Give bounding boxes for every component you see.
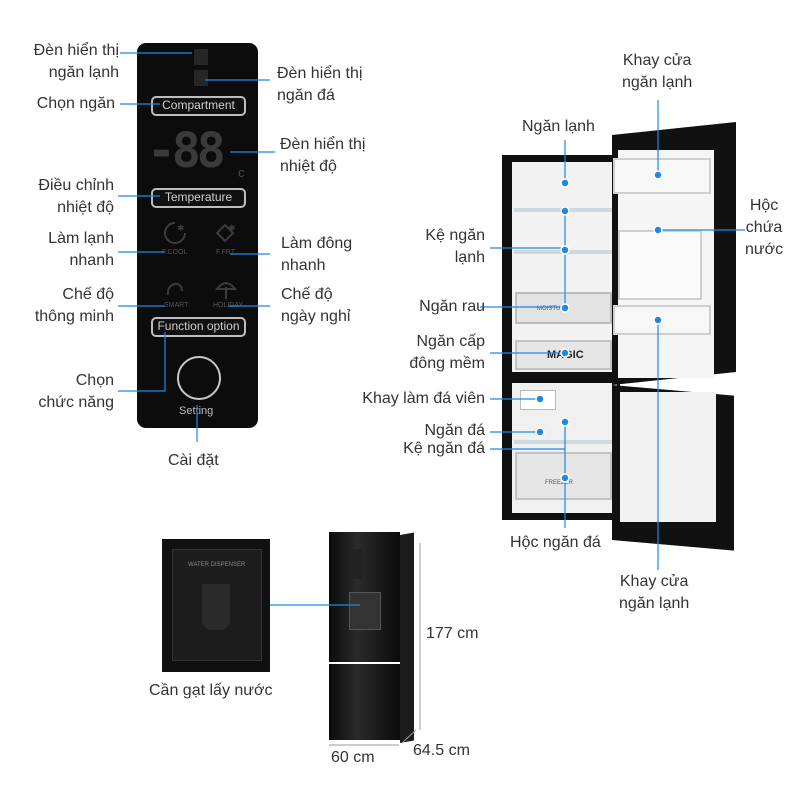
label-select-function: Chọn chức năng [38,370,114,414]
dispenser-header: WATER DISPENSER [188,562,246,568]
marker-freezer-shelf [560,417,570,427]
dispenser-lever[interactable] [202,584,230,630]
label-line: Đèn hiển thị [277,65,363,82]
label-freezer-shelf: Kệ ngăn đá [403,440,485,457]
fast-freeze-caption: F.FRZ [216,249,236,256]
label-line: nhiệt độ [57,199,114,216]
label-line: Chế độ [281,286,333,303]
control-panel: Compartment -88 c Temperature ✱ F.COOL ✱… [137,43,258,428]
function-option-button[interactable]: Function option [151,317,246,337]
marker-ice-tray [535,394,545,404]
label-fridge-compartment: Ngăn lạnh [522,118,595,135]
ice-indicator-light [194,70,208,86]
label-dispenser-lever: Cần gạt lấy nước [149,682,273,699]
label-ice-indicator: Đèn hiển thị ngăn đá [277,63,362,107]
dispenser-closeup: WATER DISPENSER [162,539,270,672]
veg-drawer-text: MOISTURE [537,306,569,312]
celsius-icon: c [238,165,245,180]
fridge-indicator-light [194,49,208,65]
label-line: Đèn hiển thị [33,42,119,59]
label-freezer: Ngăn đá [424,422,486,439]
temperature-display: -88 [147,123,226,179]
fast-cool-icon[interactable]: ✱ [162,221,188,247]
fridge-front-lower [329,664,400,740]
label-line: nhiệt độ [280,158,337,175]
label-line: Khay cửa [619,573,689,590]
label-fridge-indicator: Đèn hiển thị ngăn lạnh [34,40,119,84]
label-line: lạnh [454,249,485,266]
label-line: Đèn hiển thị [280,136,366,153]
marker-freezer-box [560,473,570,483]
label-setting: Cài đặt [168,452,219,469]
dimension-depth: 64.5 cm [413,742,470,759]
label-line: ngăn lạnh [619,595,690,612]
marker-freezer [535,427,545,437]
dispenser-recess [172,549,262,661]
label-line: Làm đông [281,235,353,252]
marker-fridge-compartment [560,178,570,188]
setting-button[interactable] [177,356,221,400]
marker-fridge-shelf-2 [560,245,570,255]
label-door-tray-top: Khay cửa ngăn lạnh [622,50,692,94]
marker-veg-drawer [560,303,570,313]
label-line: Hộc [749,197,779,214]
label-line: Điều chỉnh [38,177,114,194]
label-temp-indicator: Đèn hiển thị nhiệt độ [280,134,365,178]
freezer-drawer-text: FREEZER [545,480,574,486]
label-veg-drawer: Ngăn rau [419,298,485,315]
label-line: ngăn lạnh [48,64,119,81]
label-fast-cool: Làm lạnh nhanh [48,228,114,272]
label-ice-tray: Khay làm đá viên [362,390,485,407]
label-door-tray-bottom: Khay cửa ngăn lạnh [619,571,689,615]
smart-mode-icon[interactable] [162,275,188,301]
fridge-front-dispenser [349,592,381,630]
label-line: Làm lạnh [48,230,114,247]
label-water-box: Hộc chứa nước [745,195,783,261]
label-line: nhanh [69,252,115,269]
marker-fridge-shelf-1 [560,206,570,216]
label-line: ngăn đá [277,87,335,104]
label-line: chức năng [38,394,114,411]
label-line: nhanh [281,257,326,274]
label-line: ngày nghỉ [281,308,351,325]
dimension-height: 177 cm [426,625,479,642]
label-fast-freeze: Làm đông nhanh [281,233,352,277]
fridge-front-panel [352,549,362,579]
label-line: ngăn lạnh [622,74,693,91]
fast-cool-caption: F.COOL [162,249,188,256]
label-line: thông minh [34,308,114,325]
label-select-compartment: Chọn ngăn [36,95,115,112]
svg-text:✱: ✱ [228,224,236,234]
label-line: Kệ ngăn [425,227,485,244]
temperature-button[interactable]: Temperature [151,188,246,208]
marker-door-tray-top [653,170,663,180]
marker-water-box [653,225,663,235]
fast-freeze-icon[interactable]: ✱ [213,221,239,247]
setting-caption: Setting [179,405,214,417]
holiday-mode-icon[interactable] [213,275,239,301]
label-adjust-temp: Điều chỉnh nhiệt độ [38,175,114,219]
label-line: đông mềm [409,355,485,372]
marker-soft-freeze [560,348,570,358]
label-smart-mode: Chế độ thông minh [35,284,114,328]
svg-text:✱: ✱ [177,224,185,234]
compartment-button[interactable]: Compartment [151,96,246,116]
label-line: chứa [745,219,783,236]
marker-door-tray-bottom [653,315,663,325]
label-freezer-box: Hộc ngăn đá [510,534,601,551]
label-soft-freeze: Ngăn cấp đông mềm [409,331,485,375]
label-line: Ngăn cấp [416,333,486,350]
dimension-width: 60 cm [331,749,375,766]
label-line: Khay cửa [622,52,692,69]
freezer-door-inner [620,392,716,522]
label-holiday-mode: Chế độ ngày nghỉ [281,284,350,328]
label-line: Chọn [75,372,114,389]
label-line: nước [745,241,784,258]
smart-mode-caption: SMART [164,302,189,309]
label-line: Chế độ [62,286,114,303]
label-fridge-shelf: Kệ ngăn lạnh [425,225,485,269]
